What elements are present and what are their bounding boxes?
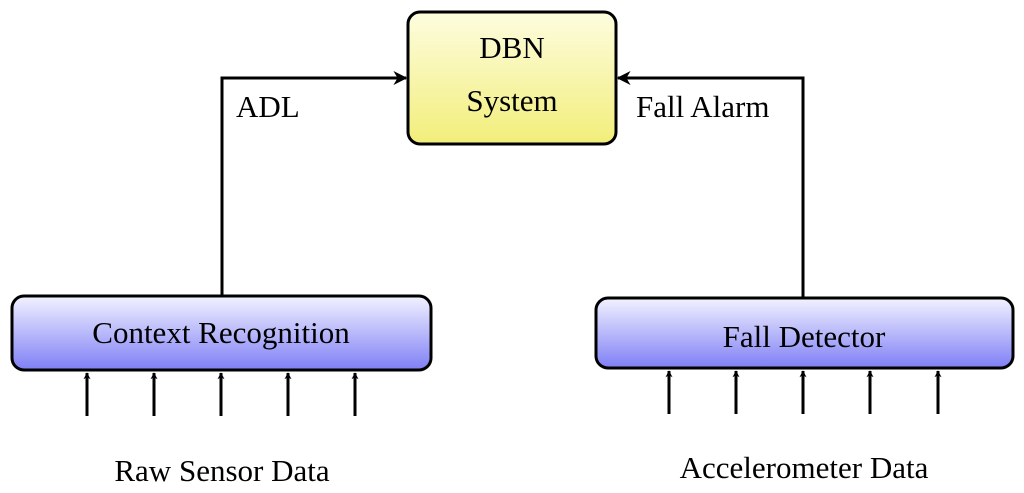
fall-alarm-connector: Fall Alarm [616, 71, 805, 298]
context-recognition-box [10, 294, 433, 372]
adl-arrow [220, 71, 408, 296]
raw-sensor-input-arrows [83, 372, 359, 416]
fall-detector-box [594, 296, 1015, 370]
accelerometer-input-arrows [665, 370, 942, 414]
accelerometer-data-label: Accelerometer Data [680, 450, 929, 485]
fall-alarm-label: Fall Alarm [636, 89, 769, 124]
fall-detector-node: Fall Detector [594, 296, 1015, 370]
raw-sensor-data-label: Raw Sensor Data [114, 453, 329, 488]
fall-alarm-arrow [616, 71, 805, 298]
fall-detector-label: Fall Detector [723, 319, 886, 354]
adl-connector: ADL [220, 71, 408, 296]
dbn-system-box [406, 10, 618, 146]
dbn-system-label-line2: System [466, 83, 557, 118]
dbn-system-label-line1: DBN [479, 30, 544, 65]
adl-label: ADL [236, 89, 300, 124]
dbn-system-node: DBN System [406, 10, 618, 146]
context-recognition-node: Context Recognition [10, 294, 433, 372]
context-recognition-label: Context Recognition [92, 315, 350, 350]
